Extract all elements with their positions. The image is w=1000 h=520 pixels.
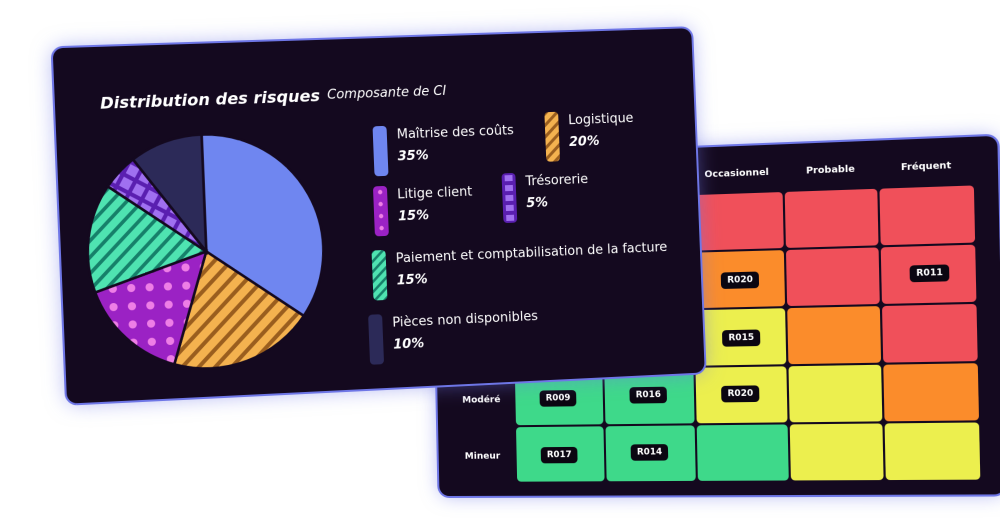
pie-chart (79, 126, 332, 378)
legend-value: 35% (397, 148, 429, 164)
legend-value: 15% (396, 272, 428, 288)
legend-value: 15% (398, 208, 430, 224)
risk-tag[interactable]: R014 (631, 444, 669, 461)
matrix-cell[interactable] (885, 422, 981, 480)
legend-value: 5% (526, 195, 548, 211)
legend-swatch (368, 314, 384, 365)
matrix-cell[interactable] (788, 365, 882, 423)
risk-tag[interactable]: R015 (722, 329, 761, 346)
matrix-cell[interactable] (787, 306, 881, 364)
risk-tag[interactable]: R009 (539, 390, 576, 407)
legend-value: 10% (393, 336, 425, 352)
matrix-cell[interactable] (883, 363, 979, 421)
matrix-cell[interactable] (786, 247, 880, 306)
matrix-cell[interactable] (790, 423, 884, 480)
matrix-cell[interactable] (697, 424, 789, 480)
row-header-mineur: Mineur (452, 451, 512, 461)
legend-label: Litige client (397, 185, 473, 203)
matrix-cell[interactable] (692, 192, 784, 251)
legend-label: Pièces non disponibles (392, 309, 538, 331)
chart-subtitle: Composante de CI (327, 84, 447, 103)
legend-swatch (372, 250, 388, 301)
chart-title: Distribution des risques (100, 86, 321, 113)
legend-label: Trésorerie (525, 172, 588, 189)
legend-swatch (502, 173, 518, 223)
legend-swatch (544, 112, 560, 162)
legend-label: Logistique (568, 111, 634, 128)
risk-tag[interactable]: R016 (629, 387, 667, 404)
risk-tag[interactable]: R020 (721, 272, 760, 289)
risk-tag[interactable]: R020 (721, 385, 760, 402)
legend-value: 20% (569, 134, 600, 150)
column-header-frequent: Fréquent (879, 160, 974, 174)
legend-label: Maîtrise des coûts (397, 123, 515, 142)
matrix-cell[interactable] (882, 304, 978, 363)
risk-tag[interactable]: R011 (910, 264, 950, 282)
row-header-modere: Modéré (451, 395, 511, 406)
legend-swatch (373, 126, 389, 176)
legend-label: Paiement et comptabilisation de la factu… (396, 240, 668, 266)
risk-distribution-card: Distribution des risques Composante de C… (53, 28, 705, 403)
matrix-cell[interactable] (785, 189, 879, 248)
risk-tag[interactable]: R017 (541, 447, 578, 463)
column-header-occasionnel: Occasionnel (691, 167, 782, 181)
column-header-probable: Probable (784, 164, 877, 178)
matrix-cell[interactable] (879, 185, 975, 245)
legend-swatch (373, 186, 389, 237)
